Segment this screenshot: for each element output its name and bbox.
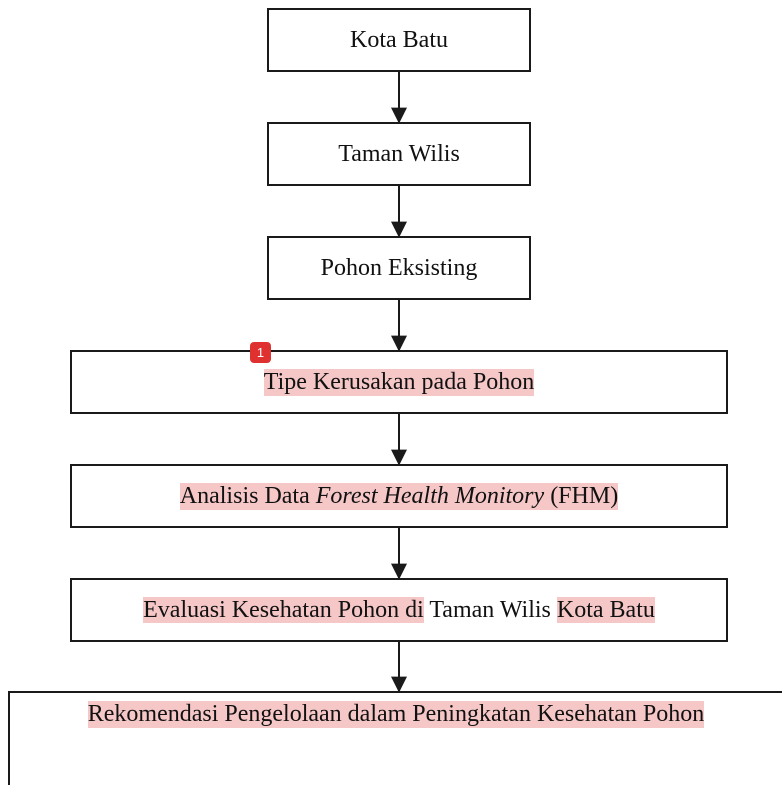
annotation-badge: 1 xyxy=(250,342,271,363)
node-analisis-suffix: (FHM) xyxy=(544,482,619,509)
node-tipe-kerusakan-label: Tipe Kerusakan pada Pohon xyxy=(263,368,535,396)
node-evaluasi: Evaluasi Kesehatan Pohon di Taman Wilis … xyxy=(70,578,728,642)
node-analisis-italic: Forest Health Monitory xyxy=(315,482,545,509)
node-pohon-eksisting-label: Pohon Eksisting xyxy=(320,254,478,281)
node-kota-batu: Kota Batu xyxy=(267,8,531,72)
node-rekomendasi: Rekomendasi Pengelolaan dalam Peningkata… xyxy=(8,691,782,785)
node-kota-batu-label: Kota Batu xyxy=(350,26,448,53)
node-evaluasi-part2: Taman Wilis xyxy=(423,596,557,623)
node-analisis-prefix: Analisis Data xyxy=(179,482,316,509)
node-pohon-eksisting: Pohon Eksisting xyxy=(267,236,531,300)
node-tipe-kerusakan: Tipe Kerusakan pada Pohon xyxy=(70,350,728,414)
node-evaluasi-label: Evaluasi Kesehatan Pohon di Taman Wilis … xyxy=(143,596,655,624)
node-rekomendasi-label: Rekomendasi Pengelolaan dalam Peningkata… xyxy=(87,701,705,728)
node-evaluasi-part1: Evaluasi Kesehatan Pohon di xyxy=(143,596,424,623)
node-taman-wilis-label: Taman Wilis xyxy=(338,140,460,167)
node-evaluasi-part3: Kota Batu xyxy=(556,596,655,623)
node-taman-wilis: Taman Wilis xyxy=(267,122,531,186)
node-analisis-label: Analisis Data Forest Health Monitory (FH… xyxy=(179,482,619,510)
node-analisis-fhm: Analisis Data Forest Health Monitory (FH… xyxy=(70,464,728,528)
